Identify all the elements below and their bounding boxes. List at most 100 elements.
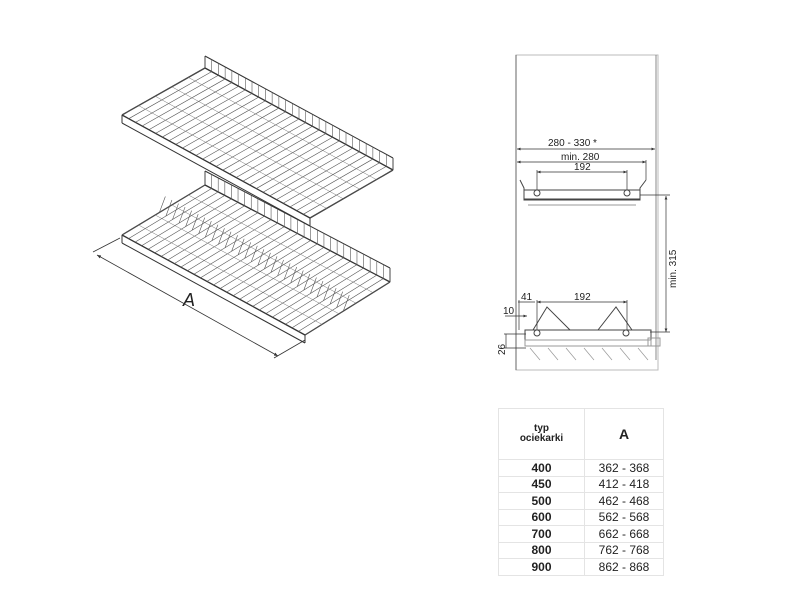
basket-wire (202, 111, 286, 160)
basket-wire (147, 198, 232, 250)
cell-type: 400 (498, 459, 585, 477)
cell-a: 762 - 768 (584, 541, 664, 559)
dim-top-hole-spacing: 192 (574, 162, 591, 173)
basket-wire (237, 238, 245, 255)
basket-wire (168, 93, 253, 142)
basket-wire (303, 166, 387, 215)
basket-wire (175, 96, 259, 145)
basket-wire (283, 263, 291, 280)
basket-wire (309, 169, 394, 219)
dim-offset-41: 41 (521, 292, 533, 303)
basket-wire (188, 194, 374, 293)
basket-wire (148, 82, 233, 130)
dimension-a-label: A (182, 290, 195, 310)
cell-type: 900 (498, 558, 585, 576)
basket-wire (256, 140, 340, 189)
basket-wire (229, 126, 313, 175)
basket-wire (235, 129, 320, 178)
basket-wire (161, 205, 245, 257)
basket-wire (215, 118, 300, 167)
basket-wire (195, 107, 280, 156)
basket-wire (249, 136, 333, 186)
basket-wire (304, 281, 391, 336)
basket-wire (291, 274, 377, 329)
basket-wire (231, 235, 238, 252)
basket-wire (342, 295, 350, 312)
basket-wire (138, 224, 323, 325)
basket-wire (285, 271, 371, 325)
basket-wire (265, 260, 351, 314)
basket-wire (222, 122, 306, 171)
cell-a: 462 - 468 (584, 492, 664, 510)
basket-wire (290, 266, 297, 284)
basket-wire (211, 224, 219, 241)
basket-wire (172, 203, 179, 220)
basket-wire (218, 228, 225, 245)
basket-wire (188, 77, 377, 180)
basket-wire (141, 195, 225, 246)
basket-wire (278, 267, 364, 321)
basket-wire (272, 264, 358, 318)
basket-wire (135, 75, 219, 123)
cell-type: 800 (498, 541, 585, 559)
basket-wire (155, 85, 239, 134)
basket-wire (205, 221, 212, 238)
basket-wire (224, 231, 232, 248)
basket-wire (185, 210, 192, 227)
basket-wire (191, 214, 199, 231)
dim-cabinet-width: 280 - 330 * (548, 138, 597, 149)
basket-wire (141, 78, 226, 127)
basket-wire (323, 284, 330, 301)
basket-wire (128, 71, 212, 119)
dimension-a (92, 237, 306, 359)
header-type-line2: ociekarki (519, 433, 564, 444)
basket-wire (296, 162, 380, 211)
basket-wire (121, 184, 206, 236)
basket-wire (171, 86, 360, 190)
basket-wire (171, 204, 357, 304)
cabinet-section (504, 54, 670, 371)
basket-wire (134, 191, 219, 243)
basket-wire (182, 100, 266, 149)
dim-bottom-hole-spacing: 192 (574, 292, 591, 303)
cell-a: 562 - 568 (584, 508, 664, 526)
dim-min-width: min. 280 (561, 152, 600, 163)
dim-offset-10: 10 (503, 306, 515, 317)
basket-wire (336, 291, 343, 308)
basket-wire (167, 208, 252, 261)
basket-wire (316, 280, 324, 298)
basket-wire (269, 147, 353, 197)
basket-wire (282, 155, 367, 204)
cell-type: 500 (498, 492, 585, 510)
basket-wire (165, 199, 173, 217)
basket-wire (154, 202, 239, 254)
basket-wire (277, 259, 284, 277)
basket-wire (296, 270, 304, 287)
basket-wire (289, 158, 374, 208)
basket-wire (276, 151, 360, 200)
basket-wire (310, 277, 317, 294)
basket-wire (159, 196, 166, 213)
basket-wire (209, 115, 293, 164)
cell-type: 450 (498, 475, 585, 493)
basket-wire (178, 206, 186, 224)
basket-wire (128, 188, 212, 239)
header-type-line1: typ (534, 423, 549, 434)
cell-a: 362 - 368 (584, 459, 664, 477)
basket-frame (121, 242, 306, 344)
basket-frame (121, 122, 311, 227)
cell-a: 412 - 418 (584, 475, 664, 493)
header-a: A (584, 408, 664, 460)
basket-wire (155, 95, 344, 200)
dish-rack-perspective (121, 55, 394, 344)
